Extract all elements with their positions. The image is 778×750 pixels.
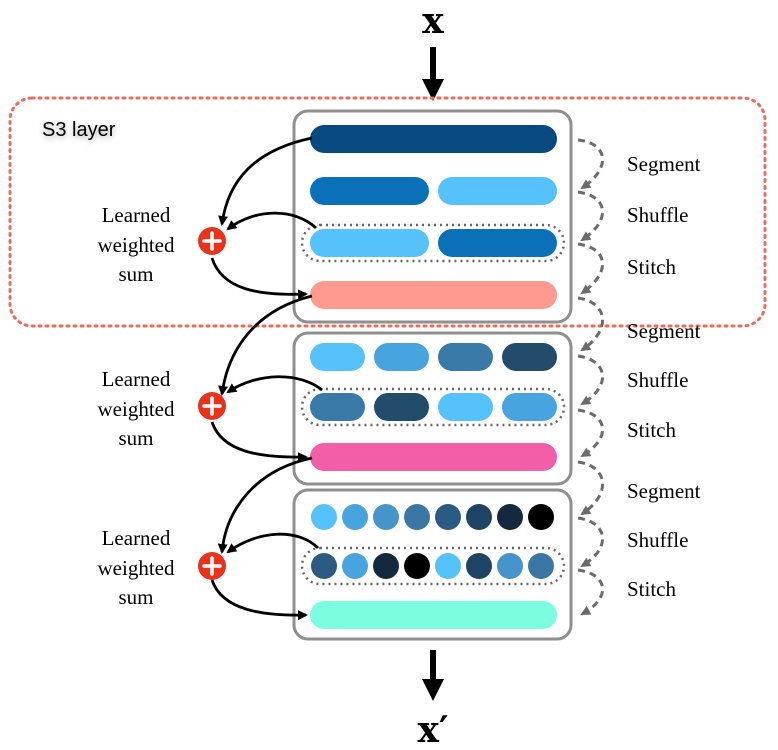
stage3-shuffled-6	[466, 553, 492, 579]
stage3-segment-4	[404, 504, 430, 530]
shuffle-arrow-1	[226, 211, 317, 231]
shuffle-arrow-3	[226, 532, 319, 554]
stage3-shuffled-8	[528, 553, 554, 579]
stage3-shuffled-row	[311, 553, 554, 579]
segment-arrow-2	[577, 296, 604, 352]
sum-node-2	[198, 392, 226, 420]
residual-arrow-2	[218, 294, 313, 396]
stage2-shuffled-4	[502, 393, 557, 421]
stitch-arrow-2	[577, 408, 604, 458]
stage1-input-bar	[310, 125, 557, 153]
shuffle-arrow-r-1	[577, 190, 604, 242]
stage3-shuffled-1	[311, 553, 337, 579]
sum-label-3-line-1: Learned	[102, 526, 171, 550]
segment-label-3: Segment	[627, 479, 701, 503]
stitch-label-1: Stitch	[627, 255, 677, 279]
sum-label-1-line-2: weighted	[98, 233, 175, 257]
sum-label-3-line-3: sum	[118, 585, 153, 609]
stage2-shuffled-1	[310, 393, 365, 421]
sum-label-2-line-2: weighted	[98, 397, 175, 421]
stage2-segment-row	[310, 343, 557, 371]
stage3-segment-6	[466, 504, 492, 530]
stage1-output-bar	[310, 281, 557, 309]
stage2-segment-3	[438, 343, 493, 371]
stage3-shuffled-5	[435, 553, 461, 579]
stage3-shuffled-4	[404, 553, 430, 579]
sum-out-arrow-1	[210, 257, 308, 300]
shuffle-arrow-2	[226, 375, 323, 394]
residual-arrow-3	[217, 456, 313, 554]
residual-arrow-1	[218, 136, 313, 226]
stage3-segment-3	[373, 504, 399, 530]
input-label: x	[422, 0, 444, 42]
sum-node-3	[198, 552, 226, 580]
stage3-shuffled-3	[373, 553, 399, 579]
stage2-segment-4	[502, 343, 557, 371]
stage1-shuffled-2	[438, 229, 557, 257]
stage2-shuffled-2	[374, 393, 429, 421]
shuffle-arrow-r-2	[577, 354, 604, 406]
stage2-segment-1	[310, 343, 365, 371]
stage3-output-bar	[310, 601, 557, 629]
stage3-segment-5	[435, 504, 461, 530]
sum-label-1-line-1: Learned	[102, 203, 171, 227]
stage2-shuffled-row	[310, 393, 557, 421]
stage1-segment-1	[310, 177, 429, 205]
stage3-segment-8	[528, 504, 554, 530]
sum-label-1-line-3: sum	[118, 262, 153, 286]
sum-label-2-line-1: Learned	[102, 367, 171, 391]
s3-layer-label: S3 layer	[42, 119, 116, 141]
stage3-segment-7	[497, 504, 523, 530]
stage3-segment-row	[311, 504, 554, 530]
stage2-output-bar	[310, 443, 557, 471]
stage3-segment-2	[342, 504, 368, 530]
segment-arrow-3	[577, 460, 604, 516]
sum-node-1	[198, 227, 226, 255]
shuffle-label-1: Shuffle	[627, 203, 688, 227]
segment-label-1: Segment	[627, 152, 701, 176]
s3-layer-outline	[8, 96, 767, 328]
segment-arrow-1	[577, 138, 604, 190]
stitch-label-3: Stitch	[627, 577, 677, 601]
stage3-segment-1	[311, 504, 337, 530]
sum-label-2-line-3: sum	[118, 426, 153, 450]
sum-label-3-line-2: weighted	[98, 556, 175, 580]
stage3-shuffled-2	[342, 553, 368, 579]
sum-out-arrow-3	[210, 579, 308, 621]
stage1-shuffled-1	[310, 229, 429, 257]
stitch-label-2: Stitch	[627, 418, 677, 442]
segment-label-2: Segment	[627, 319, 701, 343]
shuffle-label-3: Shuffle	[627, 528, 688, 552]
stage2-segment-2	[374, 343, 429, 371]
stage2-shuffled-3	[438, 393, 493, 421]
sum-out-arrow-2	[210, 421, 308, 463]
shuffle-label-2: Shuffle	[627, 368, 688, 392]
stage1-segment-2	[438, 177, 557, 205]
output-label: x′	[418, 709, 449, 750]
stage3-shuffled-7	[497, 553, 523, 579]
stitch-arrow-1	[577, 242, 604, 295]
stitch-arrow-3	[577, 568, 604, 616]
shuffle-arrow-r-3	[577, 516, 604, 568]
